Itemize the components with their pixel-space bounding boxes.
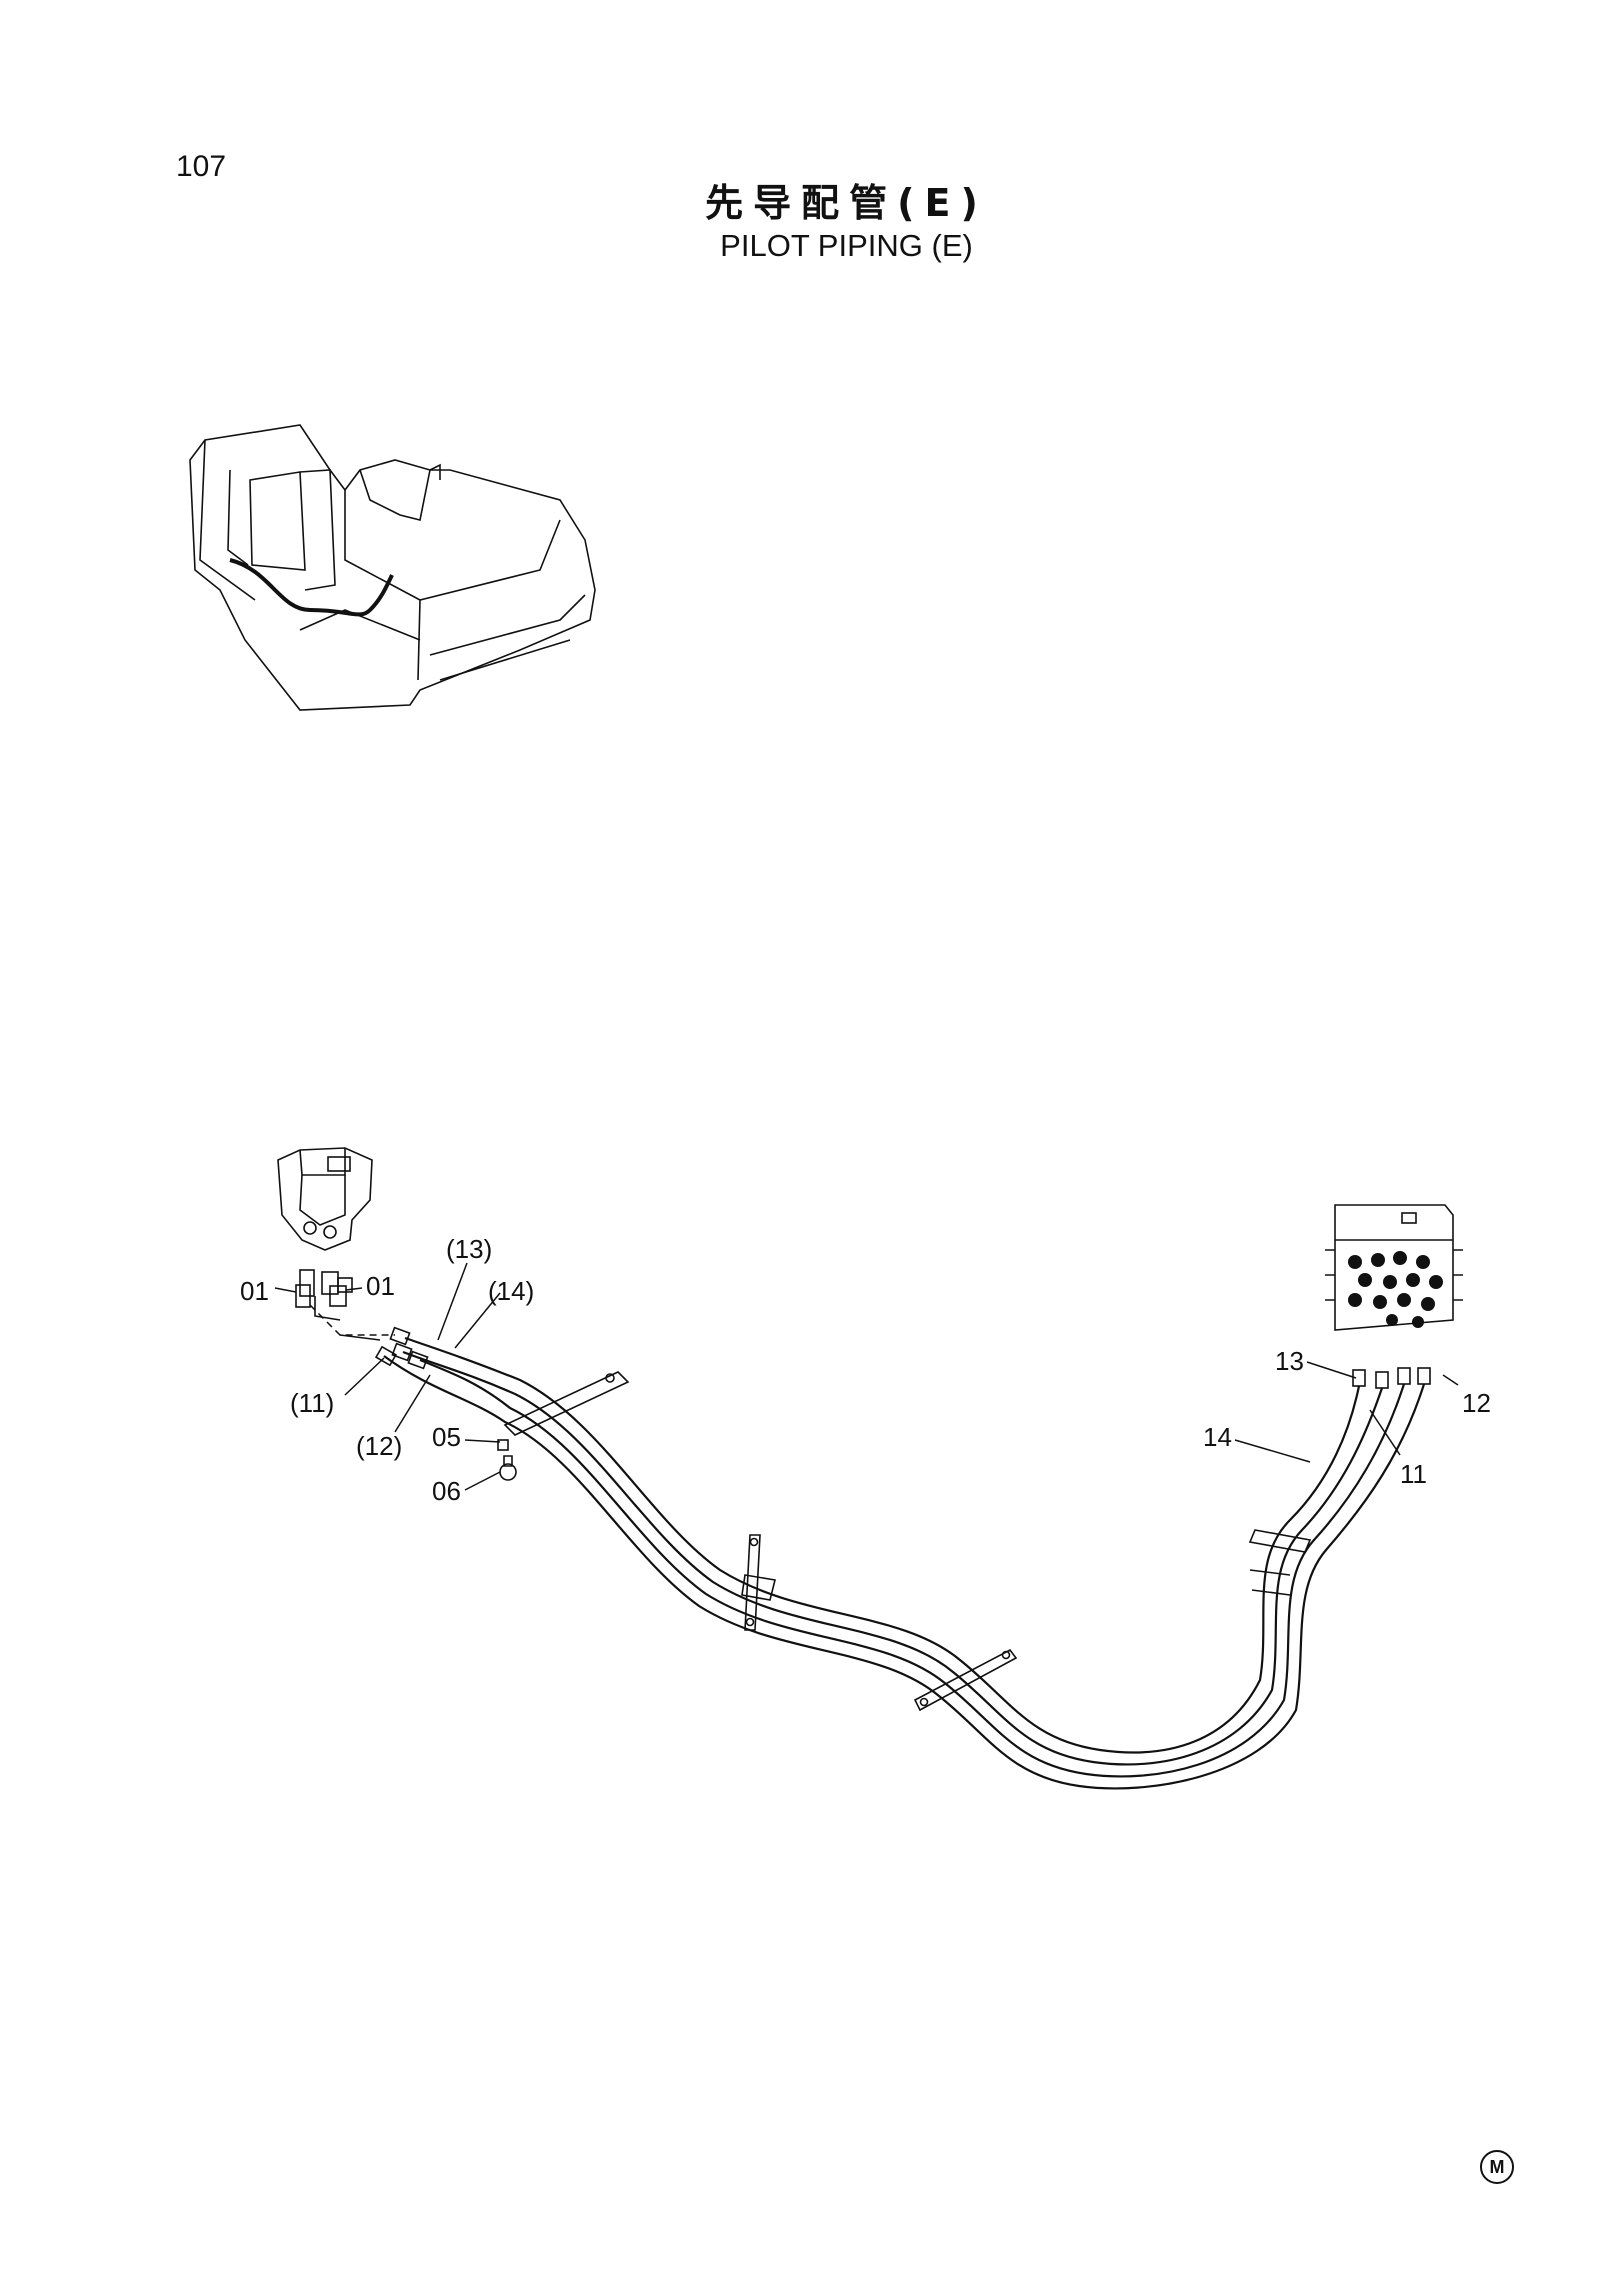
- hose-clamps: [497, 1371, 1312, 1712]
- page-number: 107: [176, 150, 227, 183]
- page-title-chinese: 先导配管(E): [705, 181, 988, 225]
- callout-12-paren: (12): [356, 1431, 402, 1461]
- corner-m-mark: M: [1480, 2150, 1514, 2184]
- page-title-english: PILOT PIPING (E): [720, 228, 973, 263]
- callout-01-right: 01: [366, 1271, 395, 1301]
- callout-14-paren: (14): [488, 1276, 534, 1306]
- callout-14: 14: [1203, 1422, 1232, 1452]
- callout-05: 05: [432, 1422, 461, 1452]
- callout-leaders: [274, 1262, 1459, 1491]
- pilot-hose-bundle: [374, 1326, 1426, 1790]
- excavator-overview-illustration: [189, 424, 596, 711]
- callout-13-paren: (13): [446, 1234, 492, 1264]
- callout-06: 06: [432, 1476, 461, 1506]
- callout-12: 12: [1462, 1388, 1491, 1418]
- callout-13: 13: [1275, 1346, 1304, 1376]
- pilot-valve-left: [277, 1147, 395, 1341]
- callout-11-paren: (11): [290, 1388, 334, 1418]
- callout-01-left: 01: [240, 1276, 269, 1306]
- adapter-fittings-01: [295, 1284, 347, 1308]
- callout-11: 11: [1400, 1459, 1427, 1489]
- control-valve-right: [1325, 1204, 1463, 1389]
